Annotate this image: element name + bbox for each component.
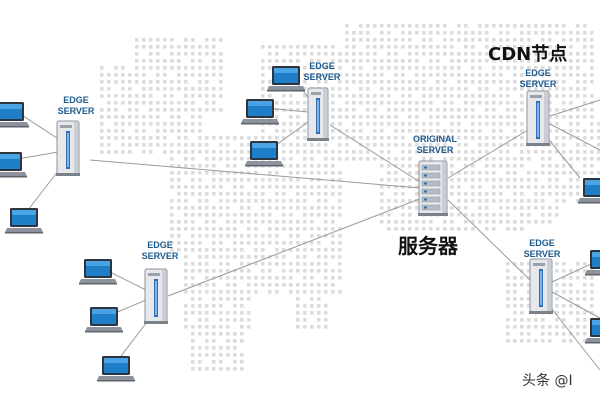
origin-server [418,160,448,216]
edge-server-top [307,87,329,141]
link-rt-2 [549,123,600,151]
link-origin-right-top [447,129,529,179]
client-laptops [0,66,600,382]
link-rb-2 [551,291,600,319]
edge-server-right-bottom [529,258,553,314]
laptop-top-1 [267,66,305,92]
laptop-bottom-2 [85,307,123,333]
edge-server-left [56,120,80,176]
watermark: 头条 @I [522,373,573,389]
link-origin-top [329,124,421,183]
laptop-top-3 [245,141,283,167]
link-origin-bottom [167,197,423,297]
laptop-left-2 [0,152,27,178]
link-origin-right-bottom [447,199,531,281]
server-annotation: 服务器 [398,234,458,258]
laptop-bottom-1 [79,259,117,285]
edge-server-right-top [526,90,550,146]
link-origin-left [89,159,421,189]
laptop-left-1 [0,102,29,128]
link-bottom-3 [117,317,151,361]
laptop-right-1 [578,178,600,204]
link-rt-3 [545,135,581,179]
laptop-left-3 [5,208,43,234]
server-towers [56,87,553,324]
edge-server-bottom [144,268,168,324]
laptop-right-2 [585,250,600,276]
link-rb-3 [547,303,600,371]
link-rt-1 [549,99,600,117]
laptop-right-3 [585,318,600,344]
laptop-top-2 [241,99,279,125]
laptop-bottom-3 [97,356,135,382]
cdn-node-annotation: CDN节点 [488,44,568,65]
